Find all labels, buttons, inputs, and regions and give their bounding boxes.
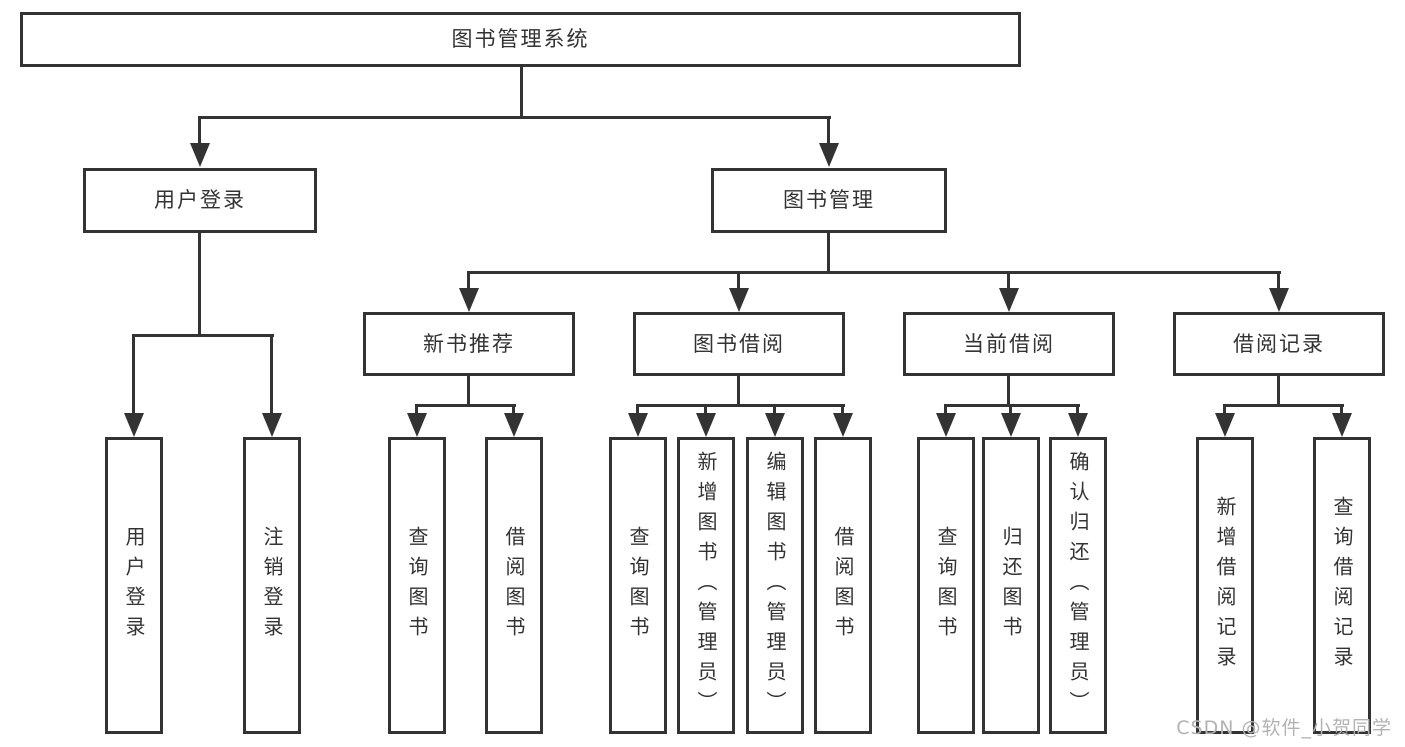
arrow-down-icon <box>190 143 210 167</box>
arrow-down-icon <box>936 413 956 437</box>
connector-line <box>512 406 515 415</box>
leaf-logout-login: 注销登录 <box>243 437 301 734</box>
leaf-borrow-books: 借阅图书 <box>814 437 872 734</box>
connector-line <box>467 271 1281 274</box>
connector-line <box>1076 406 1079 415</box>
connector-line <box>198 116 831 119</box>
connector-line <box>415 404 516 407</box>
leaf-return-books: 归还图书 <box>982 437 1040 734</box>
connector-line <box>636 404 845 407</box>
leaf-add-book-admin: 新增图书（管理员） <box>677 437 735 734</box>
arrow-down-icon <box>1269 288 1289 312</box>
node-current-borrow: 当前借阅 <box>903 312 1115 376</box>
connector-line <box>132 336 135 415</box>
arrow-down-icon <box>833 413 853 437</box>
leaf-query-books-current-label: 查询图书 <box>934 525 958 646</box>
node-borrow-records: 借阅记录 <box>1173 312 1385 376</box>
leaf-query-books-current: 查询图书 <box>917 437 975 734</box>
leaf-query-books-borrow-label: 查询图书 <box>626 525 650 646</box>
leaf-edit-book-admin-label: 编辑图书（管理员） <box>763 450 787 721</box>
leaf-borrow-books-recommend-label: 借阅图书 <box>502 525 526 646</box>
connector-line <box>1007 376 1010 406</box>
leaf-query-books-recommend: 查询图书 <box>388 437 446 734</box>
leaf-edit-book-admin: 编辑图书（管理员） <box>746 437 804 734</box>
connector-line <box>198 117 201 146</box>
connector-line <box>415 406 418 415</box>
node-book-management: 图书管理 <box>711 168 947 233</box>
leaf-query-books-recommend-label: 查询图书 <box>405 525 429 646</box>
node-root-label: 图书管理系统 <box>451 27 590 51</box>
connector-line <box>1223 406 1226 415</box>
arrow-down-icon <box>1332 413 1352 437</box>
node-book-borrow-label: 图书借阅 <box>693 331 785 356</box>
arrow-down-icon <box>407 413 427 437</box>
connector-line <box>827 117 830 146</box>
connector-line <box>1223 404 1344 407</box>
watermark-text: CSDN @软件_小贺同学 <box>1176 717 1392 739</box>
arrow-down-icon <box>765 413 785 437</box>
connector-line <box>467 376 470 406</box>
arrow-down-icon <box>1215 413 1235 437</box>
node-current-borrow-label: 当前借阅 <box>963 331 1055 356</box>
leaf-borrow-books-label: 借阅图书 <box>831 525 855 646</box>
node-borrow-records-label: 借阅记录 <box>1233 331 1325 356</box>
connector-line <box>270 336 273 415</box>
arrow-down-icon <box>696 413 716 437</box>
leaf-confirm-return-admin-label: 确认归还（管理员） <box>1066 450 1090 721</box>
connector-line <box>944 404 1080 407</box>
leaf-confirm-return-admin: 确认归还（管理员） <box>1049 437 1107 734</box>
leaf-query-borrow-record-label: 查询借阅记录 <box>1330 495 1354 676</box>
connector-line <box>636 406 639 415</box>
connector-line <box>520 66 523 117</box>
node-new-book-recommend-label: 新书推荐 <box>423 331 515 356</box>
leaf-add-borrow-record: 新增借阅记录 <box>1196 437 1254 734</box>
connector-line <box>773 406 776 415</box>
connector-line <box>841 406 844 415</box>
connector-line <box>1007 273 1010 290</box>
arrow-down-icon <box>504 413 524 437</box>
leaf-logout-login-label: 注销登录 <box>260 525 284 646</box>
arrow-down-icon <box>999 288 1019 312</box>
node-user-login-label: 用户登录 <box>154 188 246 212</box>
arrow-down-icon <box>1068 413 1088 437</box>
arrow-down-icon <box>819 143 839 167</box>
node-book-management-label: 图书管理 <box>783 188 875 212</box>
leaf-return-books-label: 归还图书 <box>999 525 1023 646</box>
connector-line <box>737 273 740 290</box>
node-user-login: 用户登录 <box>83 168 317 233</box>
connector-line <box>827 233 830 272</box>
arrow-down-icon <box>262 413 282 437</box>
connector-line <box>704 406 707 415</box>
connector-line <box>1277 376 1280 406</box>
connector-line <box>198 233 201 335</box>
arrow-down-icon <box>459 288 479 312</box>
leaf-query-books-borrow: 查询图书 <box>609 437 667 734</box>
leaf-borrow-books-recommend: 借阅图书 <box>485 437 543 734</box>
node-root: 图书管理系统 <box>20 12 1021 67</box>
node-book-borrow: 图书借阅 <box>633 312 845 376</box>
arrow-down-icon <box>729 288 749 312</box>
connector-line <box>1340 406 1343 415</box>
leaf-user-login: 用户登录 <box>105 437 163 734</box>
connector-line <box>1009 406 1012 415</box>
leaf-add-borrow-record-label: 新增借阅记录 <box>1213 495 1237 676</box>
arrow-down-icon <box>1001 413 1021 437</box>
connector-line <box>132 334 274 337</box>
connector-line <box>944 406 947 415</box>
connector-line <box>467 273 470 290</box>
leaf-query-borrow-record: 查询借阅记录 <box>1313 437 1371 734</box>
leaf-add-book-admin-label: 新增图书（管理员） <box>694 450 718 721</box>
arrow-down-icon <box>124 413 144 437</box>
connector-line <box>1277 273 1280 290</box>
connector-line <box>737 376 740 406</box>
node-new-book-recommend: 新书推荐 <box>363 312 575 376</box>
arrow-down-icon <box>628 413 648 437</box>
leaf-user-login-label: 用户登录 <box>122 525 146 646</box>
